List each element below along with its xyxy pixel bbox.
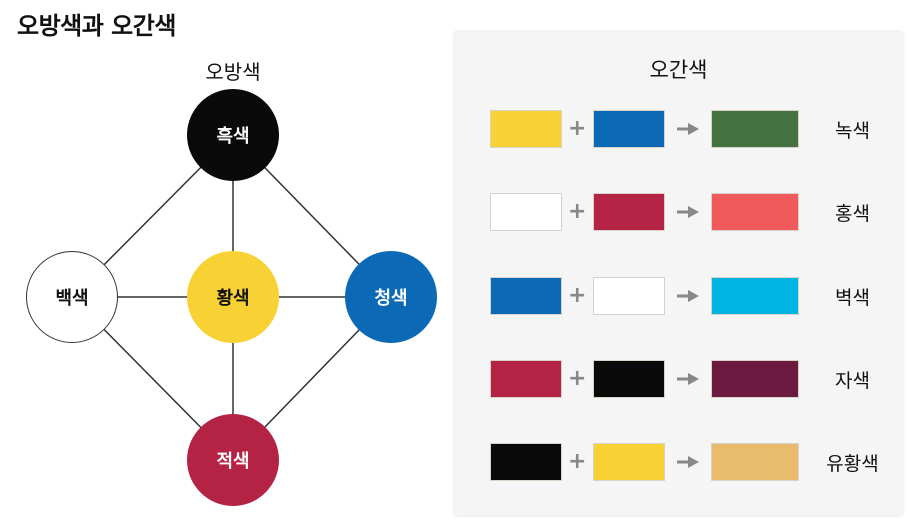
source-swatch-1 [490, 193, 562, 231]
arrow-right-icon [677, 290, 699, 302]
arrow-right-icon [677, 373, 699, 385]
color-node-label: 청색 [374, 288, 408, 309]
result-swatch [711, 110, 799, 148]
result-swatch [711, 443, 799, 481]
source-swatch-2 [593, 193, 665, 231]
result-label: 유황색 [826, 453, 879, 475]
source-swatch-1 [490, 277, 562, 315]
mix-row: + 홍색 [455, 193, 902, 233]
plus-icon: + [568, 366, 587, 391]
result-label: 녹색 [835, 120, 870, 142]
color-node-label: 황색 [216, 288, 250, 309]
result-label: 홍색 [835, 203, 870, 225]
mix-row: + 벽색 [455, 277, 902, 317]
plus-icon: + [568, 199, 587, 224]
color-node-black: 흑색 [187, 89, 279, 181]
color-node-label: 흑색 [216, 126, 250, 147]
result-swatch [711, 360, 799, 398]
result-label: 벽색 [835, 287, 870, 309]
color-node-label: 백색 [55, 288, 89, 309]
source-swatch-2 [593, 443, 665, 481]
color-node-red: 적색 [187, 414, 279, 506]
source-swatch-2 [593, 277, 665, 315]
source-swatch-1 [490, 443, 562, 481]
ogan-heading: 오간색 [649, 58, 708, 82]
source-swatch-1 [490, 110, 562, 148]
color-node-yellow: 황색 [187, 251, 279, 343]
result-swatch [711, 277, 799, 315]
result-label: 자색 [835, 370, 870, 392]
arrow-right-icon [677, 206, 699, 218]
arrow-right-icon [677, 456, 699, 468]
mix-row: + 자색 [455, 360, 902, 400]
plus-icon: + [568, 449, 587, 474]
obang-heading: 오방색 [205, 60, 261, 84]
source-swatch-2 [593, 110, 665, 148]
mix-row: + 녹색 [455, 110, 902, 150]
arrow-right-icon [677, 123, 699, 135]
result-swatch [711, 193, 799, 231]
mix-row: + 유황색 [455, 443, 902, 483]
source-swatch-2 [593, 360, 665, 398]
color-node-label: 적색 [216, 451, 250, 472]
color-node-blue: 청색 [345, 251, 437, 343]
page-title: 오방색과 오간색 [17, 12, 176, 40]
ogan-panel: 오간색 + 녹색 + 홍색 + 벽색 + [455, 32, 902, 515]
color-node-white: 백색 [26, 251, 118, 343]
plus-icon: + [568, 283, 587, 308]
plus-icon: + [568, 116, 587, 141]
source-swatch-1 [490, 360, 562, 398]
